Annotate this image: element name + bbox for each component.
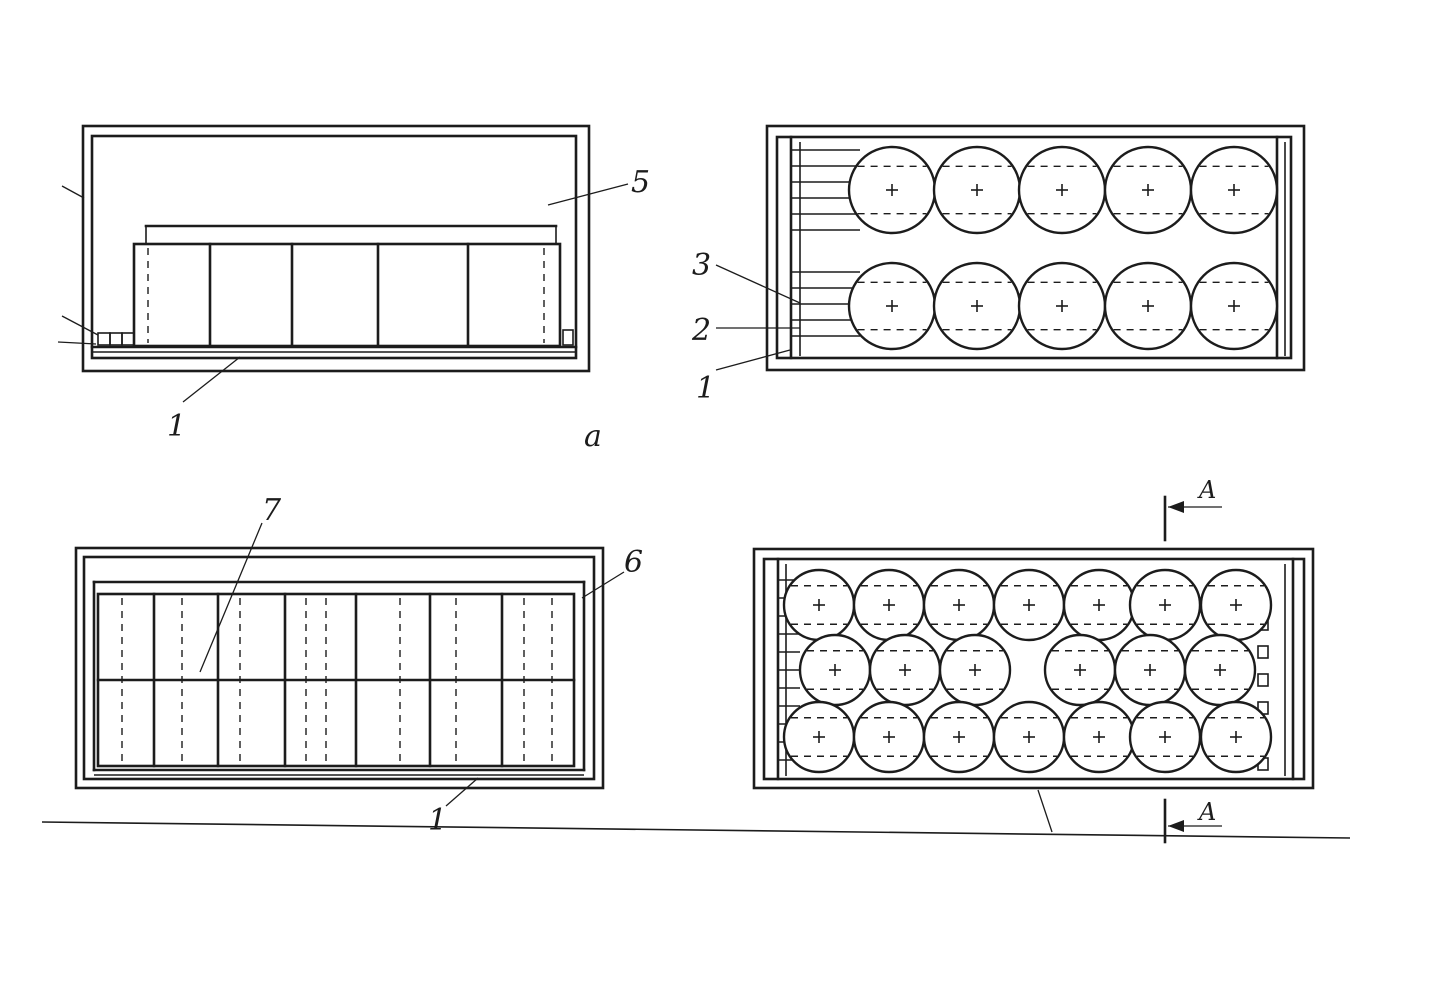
lashing-rungs — [791, 149, 860, 337]
baseline — [41, 821, 1351, 839]
view-a-plan: 3 2 1 — [691, 124, 1306, 406]
leader-1 — [715, 349, 791, 371]
chock — [121, 332, 135, 346]
container-outer-wall — [752, 547, 1315, 790]
cylinder-dividers — [121, 592, 553, 768]
cylinder-rows — [847, 145, 1279, 351]
label-variant: a — [584, 419, 602, 454]
chock — [1257, 673, 1269, 687]
label-7: 7 — [262, 493, 282, 528]
view-a-side: 5 1 a — [57, 124, 650, 454]
label-1: 1 — [428, 803, 447, 838]
container-inner-wall — [762, 557, 1306, 781]
leader-7 — [199, 522, 263, 673]
leader-1 — [445, 777, 479, 807]
chock — [562, 329, 574, 346]
leader-3 — [61, 315, 99, 336]
container-inner-wall — [90, 134, 578, 360]
label-3: 3 — [692, 248, 711, 283]
leader-5 — [547, 183, 629, 206]
container-outer-wall — [74, 546, 605, 790]
leader-wall — [61, 185, 85, 199]
leader-floor — [1037, 789, 1053, 833]
section-label-bottom: A — [1197, 798, 1216, 826]
section-label-top: A — [1197, 476, 1216, 504]
label-1: 1 — [696, 371, 715, 406]
label-1: 1 — [167, 409, 186, 444]
chock — [97, 332, 111, 346]
leader-2 — [57, 341, 97, 345]
chock — [1257, 645, 1269, 659]
leader-1 — [182, 356, 241, 403]
cylinder-rows — [782, 568, 1273, 774]
view-b-side: 7 6 1 — [74, 493, 643, 838]
arrow-head — [1168, 820, 1184, 832]
chock — [109, 332, 123, 346]
view-b-plan: A A — [752, 476, 1315, 844]
label-2: 2 — [691, 313, 711, 348]
label-5: 5 — [631, 165, 650, 200]
arrow-head — [1168, 501, 1184, 513]
cylinder-row-side — [132, 242, 562, 348]
container-inner-wall — [82, 555, 596, 781]
label-6: 6 — [624, 545, 643, 580]
leader-6 — [581, 571, 625, 599]
container-outer-wall — [765, 124, 1306, 372]
container-outer-wall — [81, 124, 591, 373]
leader-3 — [715, 264, 801, 304]
